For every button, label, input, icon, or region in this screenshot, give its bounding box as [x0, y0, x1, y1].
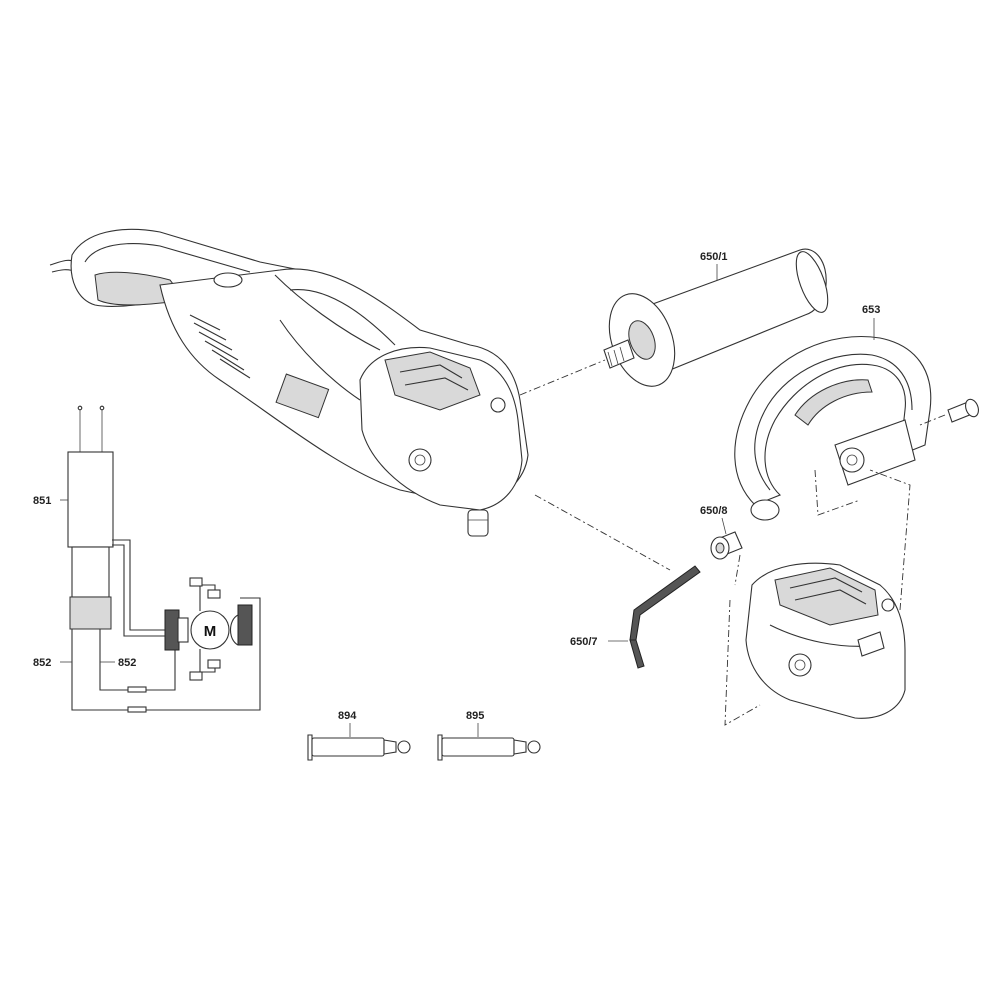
motor-letter: M — [204, 623, 217, 640]
label-hex-key: 650/7 — [570, 636, 598, 648]
guard-screw — [947, 398, 979, 423]
spindle — [467, 509, 489, 537]
polisher-body — [49, 228, 529, 537]
lock-button — [408, 448, 432, 472]
hex-key — [629, 565, 701, 669]
label-switch: 851 — [33, 495, 51, 507]
label-screw: 650/8 — [700, 505, 728, 517]
auxiliary-handle — [603, 248, 829, 387]
assembly-lines — [519, 359, 946, 726]
screw-650-8 — [710, 531, 743, 560]
label-wire-left: 852 — [33, 657, 51, 669]
label-brush-b: 895 — [466, 710, 484, 722]
guard-bracket — [734, 336, 932, 521]
switch-block — [67, 451, 114, 548]
carbon-brush-895 — [437, 734, 541, 761]
vent-slots — [189, 314, 330, 419]
label-handle: 650/1 — [700, 251, 728, 263]
label-wire-right: 852 — [118, 657, 136, 669]
gear-head-housing — [745, 562, 906, 719]
wiring-schematic — [60, 405, 261, 713]
motor-assembly: M — [164, 577, 253, 681]
carbon-brush-894 — [307, 734, 411, 761]
label-brush-a: 894 — [338, 710, 357, 722]
label-guard: 653 — [862, 304, 880, 316]
switch-button — [213, 272, 243, 288]
motor-symbol — [190, 610, 230, 650]
